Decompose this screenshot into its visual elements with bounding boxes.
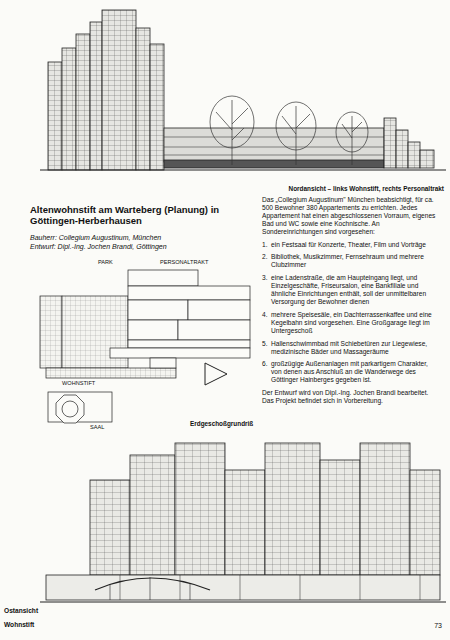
list-text: Bibliothek, Musikzimmer, Fernsehraum und…	[271, 253, 436, 269]
list-item: 3.eine Ladenstraße, die am Haupteingang …	[262, 274, 436, 306]
drawing-stroke	[136, 28, 150, 170]
floor-plan	[40, 270, 250, 423]
drawing-stroke	[128, 340, 250, 348]
credit-line: Entwurf: Dipl.-Ing. Jochen Brandi, Götti…	[30, 243, 250, 251]
drawing-stroke	[62, 401, 78, 417]
drawing-stroke	[40, 296, 62, 368]
drawing-stroke	[48, 62, 62, 170]
view-caption: Wohnstift	[4, 621, 48, 629]
list-number: 2.	[262, 253, 271, 269]
list-item: 5.Hallenschwimmbad mit Schiebetüren zur …	[262, 340, 436, 356]
drawing-stroke	[130, 455, 175, 575]
drawing-stroke	[188, 300, 250, 320]
drawing-stroke	[150, 358, 176, 368]
drawing-stroke	[40, 601, 446, 602]
list-number: 5.	[262, 340, 271, 356]
list-number: 3.	[262, 274, 271, 306]
drawing-stroke	[150, 44, 164, 170]
drawing-stroke	[46, 368, 176, 378]
drawing-stroke	[164, 128, 384, 162]
drawing-stroke	[46, 575, 440, 600]
drawing-stroke	[95, 578, 210, 590]
drawing-stroke	[175, 443, 225, 575]
plan-label: PERSONALTRAKT	[160, 259, 230, 266]
list-item: 1.ein Festsaal für Konzerte, Theater, Fi…	[262, 241, 436, 249]
view-caption: Ostansicht	[4, 607, 48, 615]
drawing-stroke	[48, 392, 112, 422]
view-caption: Nordansicht – links Wohnstift, rechts Pe…	[258, 185, 444, 193]
body-paragraph: Das „Collegium Augustinum" München beabs…	[262, 196, 436, 236]
drawing-stroke	[360, 443, 410, 575]
plan-label: SAAL	[90, 424, 130, 431]
text-column: Das „Collegium Augustinum" München beabs…	[262, 196, 436, 410]
list-item: 6.großzügige Außenanlagen mit parkartige…	[262, 360, 436, 384]
drawing-stroke	[384, 118, 396, 168]
drawing-stroke	[128, 286, 250, 300]
list-item: 2.Bibliothek, Musikzimmer, Fernsehraum u…	[262, 253, 436, 269]
drawing-stroke	[56, 395, 84, 423]
body-paragraph: Der Entwurf wird von Dipl.-Ing. Jochen B…	[262, 389, 436, 405]
drawing-stroke	[320, 460, 360, 575]
drawing-stroke	[110, 577, 190, 600]
plan-label: WOHNSTIFT	[62, 380, 122, 387]
drawing-stroke	[216, 100, 248, 165]
drawing-stroke	[420, 150, 434, 168]
list-number: 6.	[262, 360, 271, 384]
list-text: mehrere Speisesäle, ein Dachterrassenkaf…	[271, 311, 436, 335]
drawing-stroke	[62, 48, 76, 170]
drawing-stroke	[40, 169, 446, 170]
list-item: 4.mehrere Speisesäle, ein Dachterrassenk…	[262, 311, 436, 335]
drawing-stroke	[110, 348, 250, 358]
drawing-stroke	[282, 106, 310, 165]
drawing-stroke	[76, 34, 90, 170]
list-number: 1.	[262, 241, 271, 249]
drawing-stroke	[128, 300, 188, 320]
page-number: 73	[412, 622, 442, 630]
drawing-stroke	[225, 470, 265, 575]
drawing-stroke	[128, 270, 198, 286]
credit-line: Bauherr: Collegium Augustinum, München	[30, 234, 250, 242]
north-elevation	[40, 10, 446, 170]
drawing-stroke	[210, 96, 368, 165]
east-elevation	[40, 443, 446, 602]
list-number: 4.	[262, 311, 271, 335]
plan-caption: Erdgeschoßgrundriß	[190, 420, 260, 428]
drawing-stroke	[410, 470, 440, 575]
drawing-stroke	[205, 363, 227, 385]
drawing-stroke	[265, 443, 320, 575]
list-text: ein Festsaal für Konzerte, Theater, Film…	[271, 241, 436, 249]
drawing-stroke	[90, 480, 130, 575]
drawing-stroke	[90, 22, 102, 170]
drawing-stroke	[128, 320, 178, 340]
drawing-stroke	[178, 320, 250, 340]
list-text: Hallenschwimmbad mit Schiebetüren zur Li…	[271, 340, 436, 356]
drawing-stroke	[396, 130, 408, 168]
list-text: großzügige Außenanlagen mit parkartigem …	[271, 360, 436, 384]
list-text: eine Ladenstraße, die am Haupteingang li…	[271, 274, 436, 306]
plan-label: PARK	[98, 259, 138, 266]
drawing-stroke	[164, 160, 384, 168]
drawing-stroke	[342, 116, 362, 165]
drawing-stroke	[102, 10, 136, 170]
heading: Altenwohnstift am Warteberg (Planung) in…	[30, 204, 226, 226]
drawing-stroke	[408, 142, 420, 168]
